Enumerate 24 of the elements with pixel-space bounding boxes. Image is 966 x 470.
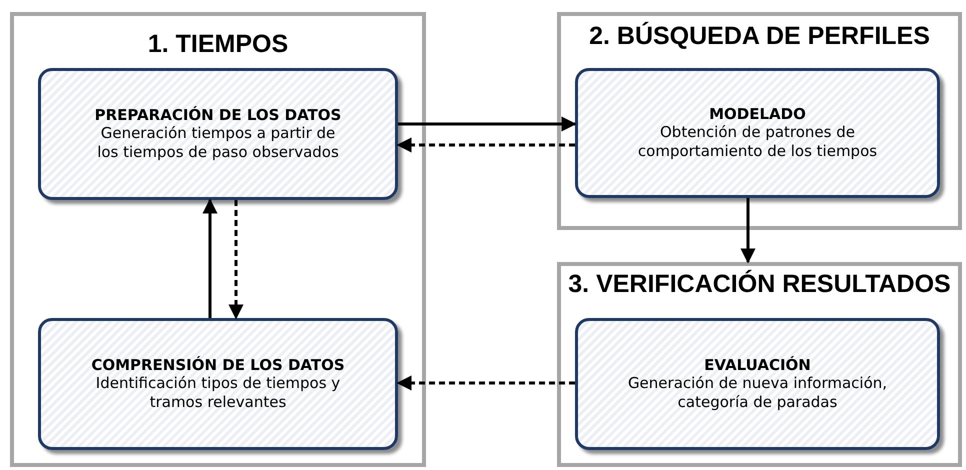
box-description: Identificación tipos de tiempos y tramos relevantes [94, 374, 342, 412]
stage-panel [557, 12, 962, 230]
arrow [202, 198, 218, 318]
process-box [38, 68, 398, 200]
arrow [398, 116, 576, 132]
arrow [228, 200, 244, 320]
arrow [740, 198, 756, 264]
box-heading: EVALUACIÓN [704, 356, 811, 374]
arrow [396, 376, 575, 390]
arrow [396, 138, 575, 152]
box-heading: MODELADO [709, 104, 806, 122]
stage-title: 1. TIEMPOS [146, 30, 290, 59]
stage-panel [557, 262, 962, 467]
box-description: Obtención de patrones de comportamiento de los tiempos [636, 122, 878, 162]
box-description: Generación de nueva información, categoría de paradas [626, 374, 888, 412]
stage-title: 2. BÚSQUEDA DE PERFILES [588, 22, 931, 51]
box-description: Generación tiempos a partir de los tiempos de paso observados [96, 124, 340, 162]
process-box [38, 318, 398, 450]
stage-title: 3. VERIFICACIÓN RESULTADOS [567, 270, 952, 299]
box-heading: PREPARACIÓN DE LOS DATOS [94, 106, 342, 124]
process-box [575, 318, 940, 450]
process-box [575, 68, 940, 198]
box-heading: COMPRENSIÓN DE LOS DATOS [91, 356, 345, 374]
stage-panel [10, 12, 426, 467]
